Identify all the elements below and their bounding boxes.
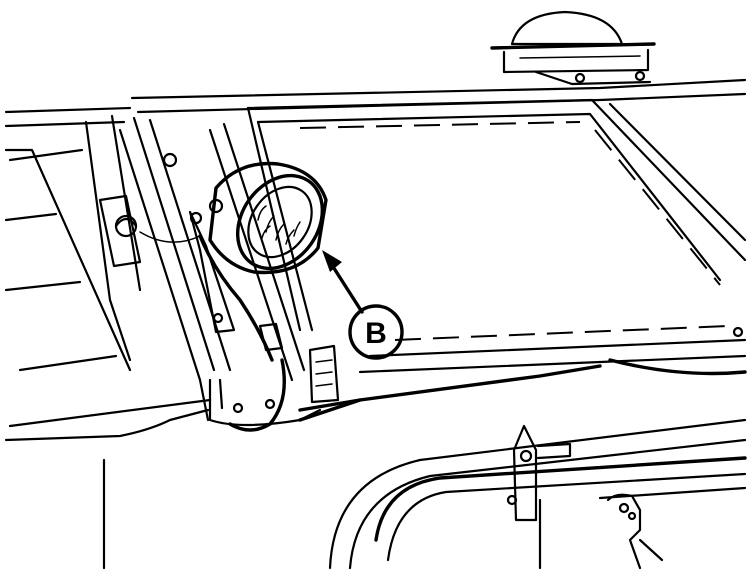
- callout-circle: [348, 304, 404, 360]
- left-cab-pillar: [4, 106, 306, 422]
- hinge-bracket: [506, 424, 572, 570]
- work-light: [189, 161, 328, 275]
- callout-b: B: [322, 250, 404, 360]
- wiring-harness: [139, 210, 362, 432]
- side-window: [4, 148, 212, 570]
- callout-arrowhead: [322, 250, 342, 272]
- callout-label: B: [365, 317, 387, 350]
- roof-window-frame: [130, 78, 747, 374]
- door-handle: [606, 493, 664, 570]
- door-frame: [208, 358, 747, 570]
- roof-beacon: [490, 10, 656, 86]
